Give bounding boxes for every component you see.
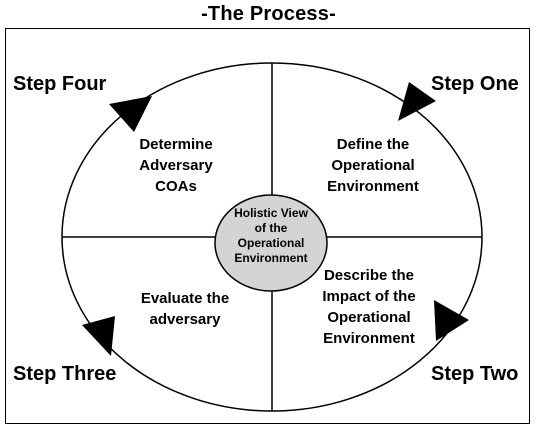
quadrant-bottom-left-text: Evaluate the adversary — [140, 290, 230, 328]
arrow-step-one-icon — [398, 82, 436, 121]
quadrant-top-right-text: Define the Operational Environment — [327, 136, 419, 195]
step-one-label: Step One — [431, 73, 519, 95]
step-three-label: Step Three — [13, 363, 117, 385]
step-two-label: Step Two — [431, 363, 519, 385]
step-four-label: Step Four — [13, 73, 107, 95]
center-circle-text: Holistic View of the Operational Environ… — [234, 206, 308, 265]
quadrant-bottom-right-text: Describe the Impact of the Operational E… — [322, 267, 416, 347]
quadrant-top-left-text: Determine Adversary COAs — [139, 136, 213, 195]
page-title: -The Process- — [201, 3, 336, 25]
arrow-step-two-icon — [434, 300, 469, 341]
arrow-step-four-icon — [109, 96, 152, 132]
arrow-step-three-icon — [82, 316, 115, 356]
diagram-frame — [5, 28, 530, 424]
center-circle — [214, 194, 328, 292]
